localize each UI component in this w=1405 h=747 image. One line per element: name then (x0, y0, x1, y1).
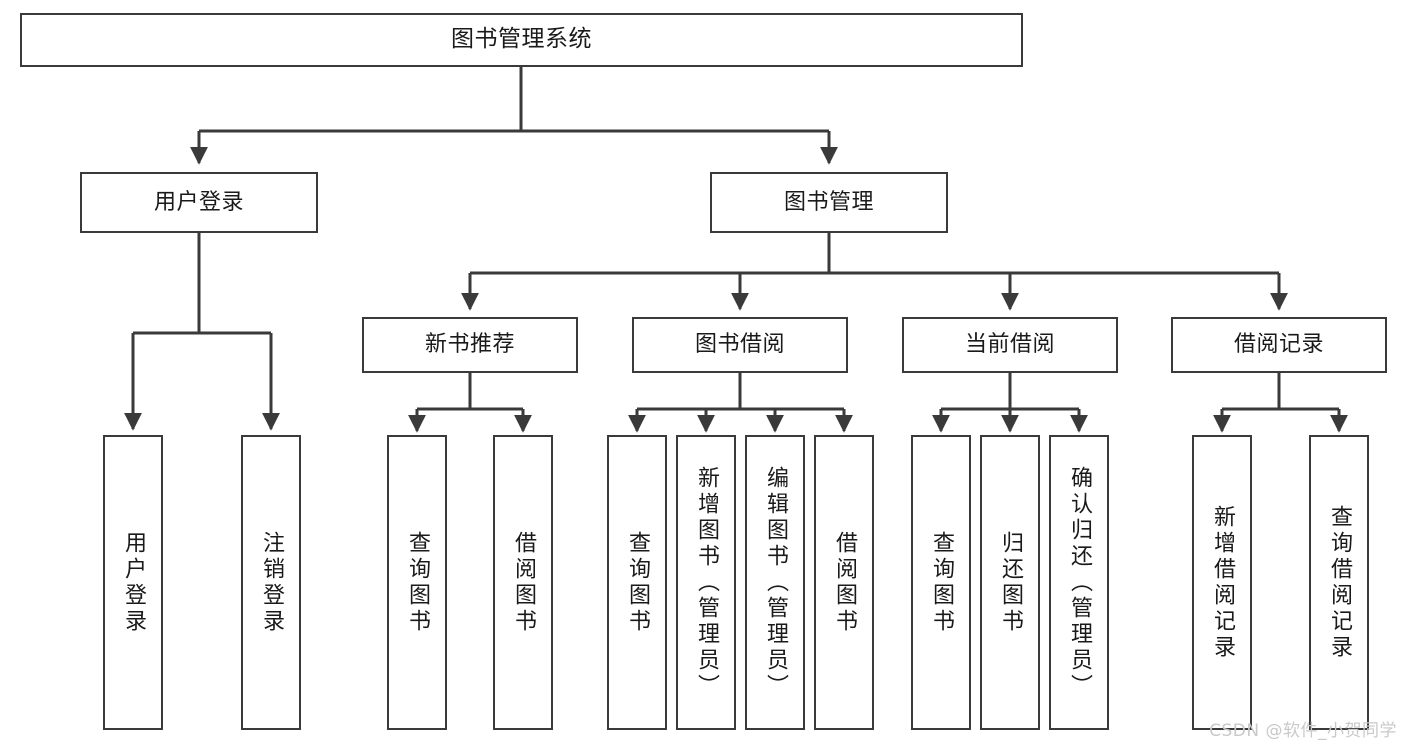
leaf-record-query-record-label: 查询借阅记录 (1327, 504, 1352, 661)
node-borrow-record-label: 借阅记录 (1233, 332, 1324, 358)
node-new-book-recommend[interactable]: 新书推荐 (362, 317, 578, 373)
leaf-user-login-logout[interactable]: 注销登录 (241, 435, 301, 730)
node-borrow-record[interactable]: 借阅记录 (1171, 317, 1387, 373)
leaf-borrow-query-book[interactable]: 查询图书 (607, 435, 667, 730)
leaf-record-add-record[interactable]: 新增借阅记录 (1192, 435, 1252, 730)
leaf-current-return-book[interactable]: 归还图书 (980, 435, 1040, 730)
csdn-watermark: CSDN @软件_小贺同学 (1209, 721, 1397, 741)
node-user-login-label: 用户登录 (153, 189, 244, 215)
node-root-label: 图书管理系统 (451, 26, 592, 53)
leaf-recommend-borrow-book[interactable]: 借阅图书 (493, 435, 553, 730)
leaf-user-login-logout-label: 注销登录 (259, 530, 284, 635)
leaf-borrow-edit-book[interactable]: 编辑图书（管理员） (745, 435, 805, 730)
node-new-book-recommend-label: 新书推荐 (424, 332, 515, 358)
leaf-record-add-record-label: 新增借阅记录 (1210, 504, 1235, 661)
leaf-borrow-borrow-book-label: 借阅图书 (832, 530, 857, 635)
leaf-current-query-book[interactable]: 查询图书 (911, 435, 971, 730)
leaf-current-confirm-return-label: 确认归还（管理员） (1067, 465, 1092, 700)
leaf-record-query-record[interactable]: 查询借阅记录 (1309, 435, 1369, 730)
leaf-current-confirm-return[interactable]: 确认归还（管理员） (1049, 435, 1109, 730)
leaf-recommend-query-book[interactable]: 查询图书 (387, 435, 447, 730)
leaf-user-login-login[interactable]: 用户登录 (103, 435, 163, 730)
node-current-borrow-label: 当前借阅 (964, 332, 1055, 358)
leaf-borrow-query-book-label: 查询图书 (625, 530, 650, 635)
leaf-borrow-edit-book-label: 编辑图书（管理员） (763, 465, 788, 700)
leaf-current-query-book-label: 查询图书 (929, 530, 954, 635)
node-book-management[interactable]: 图书管理 (710, 172, 948, 233)
node-book-borrow[interactable]: 图书借阅 (632, 317, 848, 373)
node-user-login[interactable]: 用户登录 (80, 172, 318, 233)
node-book-borrow-label: 图书借阅 (694, 332, 785, 358)
leaf-user-login-login-label: 用户登录 (121, 530, 146, 635)
leaf-recommend-query-book-label: 查询图书 (405, 530, 430, 635)
leaf-current-return-book-label: 归还图书 (998, 530, 1023, 635)
node-current-borrow[interactable]: 当前借阅 (902, 317, 1118, 373)
leaf-borrow-add-book[interactable]: 新增图书（管理员） (676, 435, 736, 730)
leaf-recommend-borrow-book-label: 借阅图书 (511, 530, 536, 635)
node-book-management-label: 图书管理 (783, 189, 874, 215)
leaf-borrow-add-book-label: 新增图书（管理员） (694, 465, 719, 700)
node-root[interactable]: 图书管理系统 (20, 13, 1023, 67)
leaf-borrow-borrow-book[interactable]: 借阅图书 (814, 435, 874, 730)
